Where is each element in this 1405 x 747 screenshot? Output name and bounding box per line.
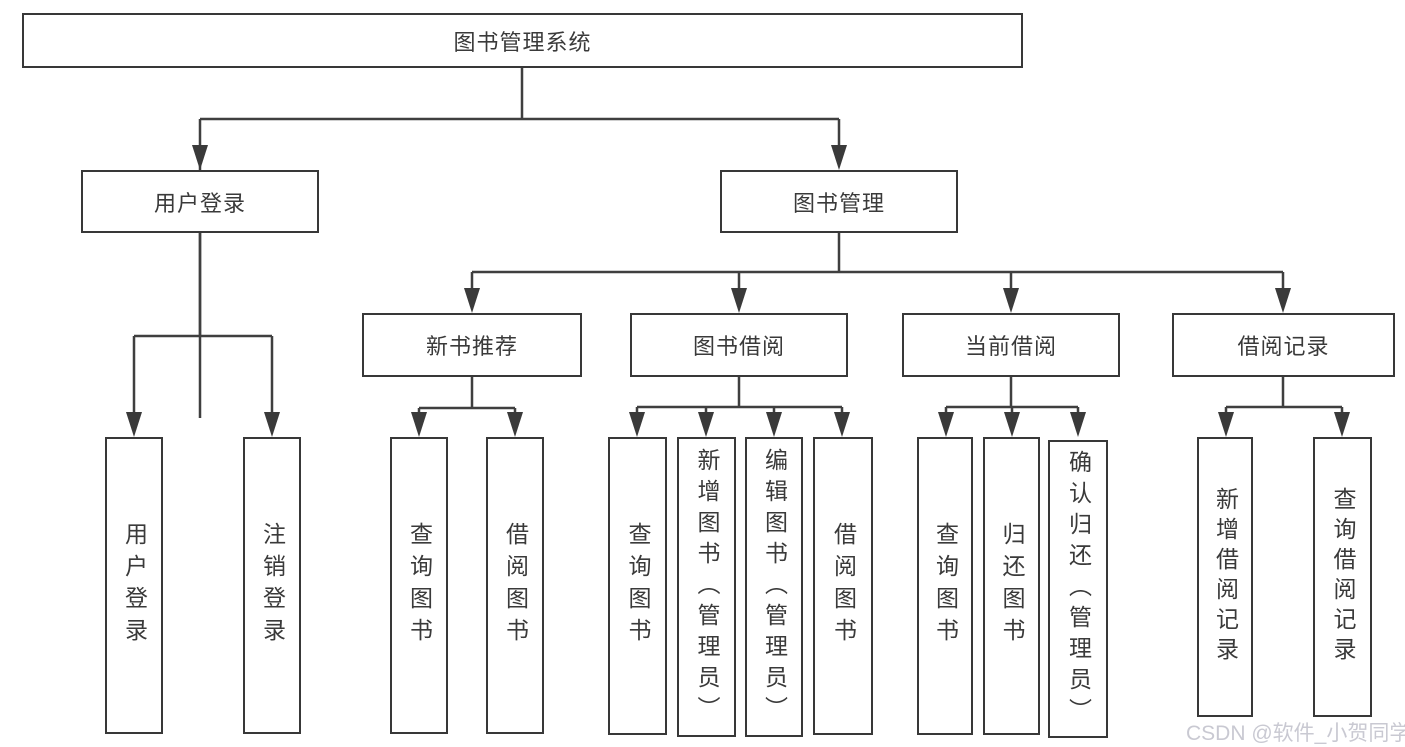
arrowhead <box>1275 288 1291 313</box>
arrowhead <box>464 288 480 313</box>
node-book-borrowing: 图书借阅 <box>630 313 848 377</box>
node-query-books-recommend: 查询图书 <box>390 437 448 734</box>
arrowhead <box>629 412 645 437</box>
arrowhead <box>1003 288 1019 313</box>
node-borrowing-records: 借阅记录 <box>1172 313 1395 377</box>
node-borrow-books-recommend: 借阅图书 <box>486 437 544 734</box>
arrowhead <box>1218 412 1234 437</box>
connector-borrowing-records-to-leaves <box>1224 377 1344 418</box>
connector-new-book-to-leaves <box>417 377 517 418</box>
arrowhead <box>731 288 747 313</box>
node-query-borrowing-record: 查询借阅记录 <box>1313 437 1372 717</box>
arrowhead <box>834 412 850 437</box>
arrowhead <box>264 412 280 437</box>
arrowhead <box>411 412 427 437</box>
arrowhead <box>1334 412 1350 437</box>
arrowhead <box>698 412 714 437</box>
node-user-login: 用户登录 <box>81 170 319 233</box>
connector-book-management-to-level3 <box>470 233 1285 293</box>
node-borrow-books-borrowing: 借阅图书 <box>813 437 873 735</box>
arrowhead <box>1070 412 1086 437</box>
node-logout-login: 注销登录 <box>243 437 301 734</box>
arrowhead <box>126 412 142 437</box>
arrowhead <box>766 412 782 437</box>
node-user-login-leaf: 用户登录 <box>105 437 163 734</box>
connector-user-login-to-leaves <box>132 233 274 418</box>
csdn-watermark: CSDN @软件_小贺同学 <box>1186 722 1405 745</box>
arrowhead <box>1004 412 1020 437</box>
arrowhead <box>192 145 208 170</box>
node-add-borrowing-record: 新增借阅记录 <box>1197 437 1253 717</box>
node-return-books: 归还图书 <box>983 437 1040 735</box>
node-library-management-system: 图书管理系统 <box>22 13 1023 68</box>
arrowhead <box>831 145 847 170</box>
node-book-management: 图书管理 <box>720 170 958 233</box>
node-new-book-recommendation: 新书推荐 <box>362 313 582 377</box>
connector-book-borrowing-to-leaves <box>635 377 844 418</box>
node-add-books-admin: 新增图书（管理员） <box>677 437 736 737</box>
connector-current-borrowing-to-leaves <box>944 377 1080 418</box>
node-confirm-return-admin: 确认归还（管理员） <box>1048 440 1108 738</box>
arrowhead <box>507 412 523 437</box>
node-current-borrowing: 当前借阅 <box>902 313 1120 377</box>
arrowhead <box>938 412 954 437</box>
node-edit-books-admin: 编辑图书（管理员） <box>745 437 803 737</box>
node-query-books-current: 查询图书 <box>917 437 973 735</box>
node-query-books-borrowing: 查询图书 <box>608 437 667 735</box>
